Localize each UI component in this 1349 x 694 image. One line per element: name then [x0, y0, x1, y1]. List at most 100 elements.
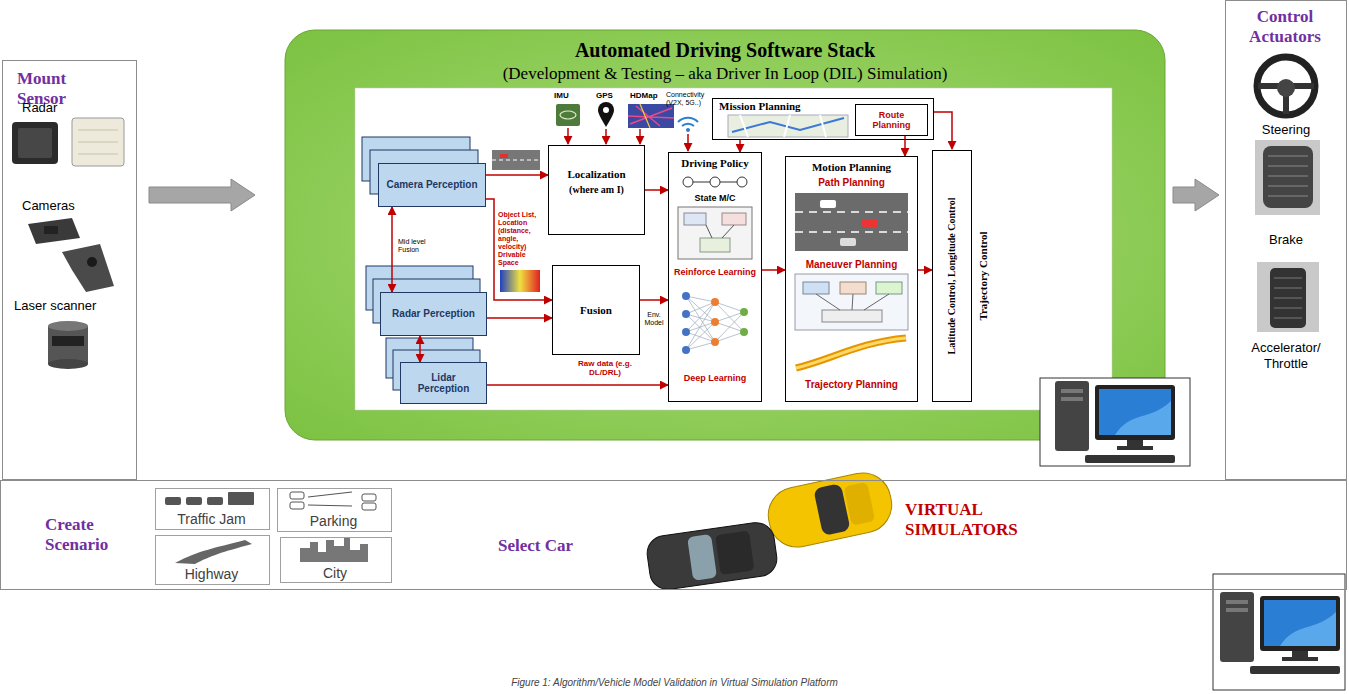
- computer-icons: [1040, 378, 1345, 690]
- policy-illustrations: [722, 213, 746, 225]
- input-label: HDMap: [630, 91, 670, 100]
- text-slot: (Development & Testing – aka Driver In L…: [285, 64, 1165, 84]
- input-arrows: [639, 129, 641, 144]
- input-icons: [598, 102, 614, 127]
- text-slot: Deep Learning: [669, 373, 761, 383]
- text-slot: Mid level Fusion: [398, 238, 440, 254]
- mission-planning-box: Mission PlanningRoute Planning: [712, 98, 934, 140]
- motion-illustrations: [795, 193, 908, 368]
- input-label: GPS: [596, 91, 626, 100]
- scenario-icons: [362, 503, 376, 510]
- text-slot: HDMap: [630, 91, 670, 100]
- method-label: Deep Learning: [669, 373, 761, 383]
- signal-line: [645, 189, 668, 191]
- text-slot: Raw data (e.g. DL/DRL): [565, 359, 645, 377]
- car-pictures: [645, 520, 779, 591]
- sensor-pictures: [62, 244, 114, 292]
- text-slot: Laser scanner: [14, 298, 134, 313]
- policy-illustrations: [737, 177, 747, 187]
- section-heading: VIRTUAL SIMULATORS: [905, 500, 1040, 539]
- signal-arrow: [918, 270, 932, 271]
- perception-box: Camera Perception: [378, 163, 486, 207]
- tile-label: Traffic Jam: [156, 511, 268, 527]
- input-label: IMU: [554, 91, 584, 100]
- sensor-label: Laser scanner: [14, 298, 134, 313]
- policy-illustrations: [682, 292, 690, 300]
- text-slot: Motion Planning: [786, 161, 917, 174]
- perception-thumbnails: [500, 270, 540, 292]
- text-slot: Accelerator/ Throttle: [1236, 340, 1336, 371]
- route-planning-box: Route Planning: [855, 104, 928, 136]
- method-label: State M/C: [669, 193, 761, 203]
- block-arrow: [149, 179, 255, 211]
- scenario-tile: Highway: [155, 535, 270, 585]
- stack-background: [285, 30, 1165, 440]
- section-heading: Select Car: [498, 536, 628, 556]
- box-label: Route Planning: [859, 110, 924, 131]
- motion-illustrations: [822, 310, 882, 322]
- signal-line: [486, 174, 548, 176]
- motion-illustrations: [795, 212, 908, 232]
- perception-thumbnails: [500, 154, 508, 158]
- motion-illustrations: [795, 193, 908, 251]
- input-arrows: [567, 128, 569, 144]
- signal-arrow: [905, 136, 906, 156]
- text-slot: Steering: [1225, 122, 1347, 137]
- sensor-pictures: [44, 226, 58, 234]
- actuator-pictures: [1255, 57, 1320, 332]
- computer-icons: [1220, 592, 1340, 674]
- scenario-icons: [228, 492, 254, 505]
- box-heading: Driving Policy: [669, 157, 761, 170]
- input-arrows: [605, 129, 607, 144]
- text-slot: Trajectory Planning: [786, 379, 917, 391]
- sensor-pictures: [12, 118, 124, 369]
- scenario-icons: [175, 540, 252, 564]
- car-pictures: [645, 468, 897, 592]
- tile-label: City: [281, 565, 390, 581]
- actuator-label: Accelerator/ Throttle: [1236, 340, 1336, 371]
- signal-arrow: [645, 190, 668, 191]
- signal-arrow: [762, 270, 785, 271]
- input-icons: [628, 104, 674, 128]
- text-slot: Maneuver Planning: [786, 259, 917, 271]
- step-label: Trajectory Planning: [786, 379, 917, 391]
- text-slot: Control Actuators: [1235, 7, 1335, 46]
- policy-illustrations: [711, 318, 719, 326]
- computer-icons: [1055, 381, 1175, 463]
- car-pictures: [843, 482, 875, 526]
- scenario-icons: [290, 502, 304, 509]
- text-slot: GPS: [596, 91, 626, 100]
- text-slot: Path Planning: [786, 177, 917, 189]
- actuator-pictures: [1274, 278, 1302, 318]
- scenario-icons: [186, 497, 202, 505]
- scenario-icons: [300, 538, 368, 562]
- motion-illustrations: [840, 238, 856, 246]
- input-icons: [560, 111, 576, 119]
- driving-policy-box: Driving PolicyState M/CReinforce Learnin…: [668, 152, 762, 402]
- motion-illustrations: [876, 282, 902, 294]
- text-slot: Automated Driving Software Stack: [285, 38, 1165, 62]
- input-arrows: [687, 134, 689, 151]
- text-slot: Cameras: [22, 198, 122, 213]
- signal-arrow: [392, 207, 393, 292]
- actuator-pictures: [1255, 140, 1320, 215]
- sensor-pictures: [87, 257, 97, 267]
- policy-illustrations: [710, 177, 720, 187]
- stack-title: Automated Driving Software Stack: [285, 38, 1165, 62]
- route-map-thumbnail: [728, 115, 848, 137]
- signal-line: [904, 136, 906, 156]
- motion-illustrations: [796, 338, 906, 368]
- actuator-pictures: [1268, 156, 1308, 196]
- policy-illustrations: [682, 310, 690, 318]
- text-slot: Select Car: [498, 536, 628, 556]
- signal-arrow: [486, 199, 552, 300]
- signal-arrow: [487, 385, 668, 386]
- computer-icons: [1213, 574, 1345, 690]
- policy-illustrations: [684, 213, 706, 225]
- input-icons: [556, 102, 698, 132]
- text-slot: Localization: [549, 168, 644, 181]
- motion-illustrations: [816, 294, 889, 310]
- car-pictures: [645, 520, 779, 591]
